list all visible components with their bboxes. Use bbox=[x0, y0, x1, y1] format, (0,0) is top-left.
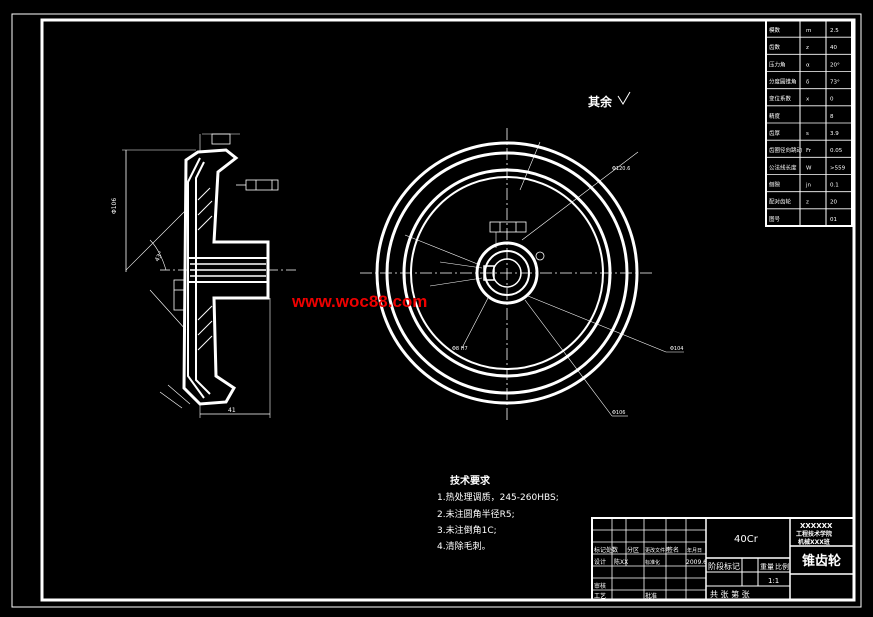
tech-heading: 技术要求 bbox=[450, 474, 491, 487]
svg-text:Φ106: Φ106 bbox=[612, 410, 625, 416]
roughness-note: 其余 bbox=[588, 94, 613, 109]
param-symbol: m bbox=[806, 28, 811, 34]
tb-review: 审核 bbox=[594, 582, 606, 590]
tb-standardize: 标准化 bbox=[645, 559, 660, 566]
outer-frame bbox=[11, 13, 862, 608]
param-symbol: Fr bbox=[806, 148, 812, 154]
param-value: 20 bbox=[830, 200, 837, 206]
param-value: 0.1 bbox=[830, 183, 839, 189]
tb-scale: 比例 bbox=[775, 562, 789, 571]
param-table: 模数 m 2.5 齿数 z 40 压力角 α 20° 分度圆锥角 δ 73° 变位系数 x 0 精度 8 齿厚 s 3… bbox=[765, 19, 853, 227]
param-symbol: α bbox=[806, 62, 810, 68]
param-name: 压力角 bbox=[769, 60, 786, 68]
school-line-2: 工程技术学院 bbox=[796, 530, 832, 538]
param-name: 变位系数 bbox=[769, 95, 792, 103]
param-value: >559 bbox=[830, 165, 846, 171]
tech-item-1: 1.热处理调质，245-260HBS; bbox=[437, 491, 559, 503]
tb-material: 40Cr bbox=[734, 534, 759, 545]
front-view: Φ120.6 Φ8 H7 Φ104 Φ106 bbox=[360, 128, 684, 420]
svg-text:Φ120.6: Φ120.6 bbox=[612, 166, 630, 172]
svg-text:Φ8 H7: Φ8 H7 bbox=[452, 346, 468, 352]
param-name: 齿数 bbox=[769, 43, 781, 51]
svg-text:Φ104: Φ104 bbox=[670, 346, 683, 352]
tech-item-3: 3.未注倒角1C; bbox=[437, 524, 497, 536]
param-symbol: x bbox=[806, 97, 810, 103]
tb-stage-mark: 阶段标记 bbox=[708, 561, 740, 571]
svg-text:41: 41 bbox=[228, 407, 236, 414]
param-symbol: W bbox=[806, 165, 812, 171]
param-symbol: jn bbox=[805, 183, 812, 189]
param-value: 0 bbox=[830, 97, 834, 103]
tb-mark-change: 标记处数 bbox=[594, 546, 618, 554]
school-line-1: XXXXXX bbox=[800, 522, 833, 530]
param-value: 40 bbox=[830, 45, 837, 51]
svg-text:Φ106: Φ106 bbox=[111, 198, 118, 214]
param-symbol: s bbox=[806, 131, 809, 137]
param-value: 01 bbox=[830, 217, 837, 223]
tech-item-4: 4.清除毛刺。 bbox=[437, 540, 491, 552]
watermark: www.woc88.com bbox=[291, 292, 427, 311]
param-symbol: z bbox=[806, 45, 809, 51]
tb-sheet-info: 共 张 第 张 bbox=[710, 589, 750, 599]
param-name: 精度 bbox=[769, 112, 781, 120]
school-line-3: 机械XXX班 bbox=[798, 538, 830, 546]
param-name: 公法线长度 bbox=[769, 163, 797, 171]
param-name: 侧隙 bbox=[769, 181, 781, 189]
tb-change-doc: 更改文件号 bbox=[645, 547, 670, 554]
title-block: 标记处数 分区 更改文件号 签名 年月日 设计 陈XX 2009.6 标准化 审… bbox=[591, 517, 855, 601]
param-name: 齿圈径向跳动 bbox=[769, 146, 803, 154]
param-value: 20° bbox=[830, 62, 840, 68]
tb-designer: 设计 bbox=[594, 558, 606, 566]
tb-process: 工艺 bbox=[594, 592, 606, 600]
tb-weight: 重量 bbox=[760, 563, 774, 571]
tb-part-name: 锥齿轮 bbox=[802, 553, 841, 569]
tb-zone: 分区 bbox=[627, 546, 639, 554]
tb-design-date: 2009.6 bbox=[686, 559, 707, 566]
tb-scale-value: 1:1 bbox=[768, 577, 779, 585]
svg-text:43°: 43° bbox=[154, 250, 165, 263]
param-name: 分度圆锥角 bbox=[769, 78, 797, 86]
inner-frame bbox=[40, 18, 856, 602]
param-value: 8 bbox=[830, 114, 834, 120]
param-name: 模数 bbox=[769, 26, 781, 34]
param-symbol: δ bbox=[806, 80, 810, 86]
param-name: 配对齿轮 bbox=[769, 198, 792, 206]
tech-item-2: 2.未注圆角半径R5; bbox=[437, 508, 515, 520]
side-section-view: Φ106 43° 41 bbox=[111, 133, 296, 418]
param-name: 图号 bbox=[769, 215, 781, 223]
param-value: 2.5 bbox=[830, 28, 839, 34]
param-value: 73° bbox=[830, 80, 840, 86]
param-value: 0.05 bbox=[830, 148, 843, 154]
param-symbol: z bbox=[806, 200, 809, 206]
tb-signature: 签名 bbox=[667, 546, 679, 554]
param-name: 齿厚 bbox=[769, 130, 781, 137]
tb-approve: 批准 bbox=[645, 592, 657, 600]
tb-date-col: 年月日 bbox=[687, 547, 702, 554]
tb-designer-name: 陈XX bbox=[614, 558, 628, 566]
tech-requirements: 技术要求 1.热处理调质，245-260HBS; 2.未注圆角半径R5; 3.未… bbox=[437, 474, 559, 552]
param-value: 3.9 bbox=[830, 131, 839, 137]
